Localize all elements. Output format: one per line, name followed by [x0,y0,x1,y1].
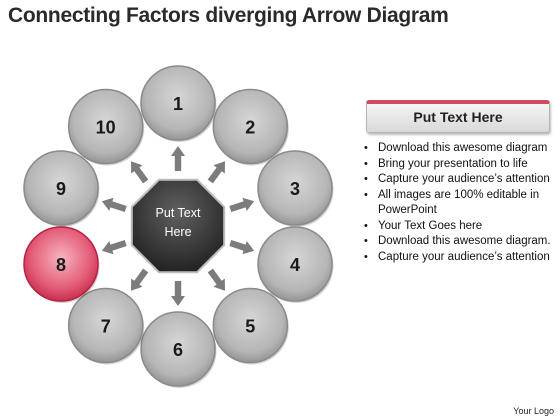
bullet-list: Download this awesome diagram Bring your… [356,141,554,265]
node-label: 7 [101,317,111,337]
node-label: 6 [173,340,183,360]
node-label: 4 [290,255,300,275]
node-label: 1 [173,94,183,114]
node-label: 2 [245,118,255,138]
arrow-diagram: 1 2 3 4 5 6 7 8 9 10 Put Text Here [23,65,334,388]
center-octagon: Put Text Here [130,178,226,274]
node-circle [212,88,289,165]
node-9: 9 [23,150,100,227]
node-circle [257,150,333,226]
text-panel: Put Text Here Download this awesome diag… [356,100,554,265]
node-circle [23,150,99,226]
nodes-group: 1 2 3 4 5 6 7 8 9 10 [23,65,334,388]
bullet-item: Capture your audience’s attention [364,250,554,266]
node-1: 1 [140,65,217,142]
node-5: 5 [212,287,289,365]
arrow-to-node-1 [171,146,185,171]
center-label-line2: Here [164,225,191,239]
node-circle-highlighted [23,226,99,302]
node-label: 9 [56,179,66,199]
node-circle [140,65,216,141]
center-label-line1: Put Text [156,206,201,220]
arrow-to-node-8 [101,240,127,255]
node-8: 8 [23,226,100,303]
arrow-to-node-2 [207,161,225,184]
node-label: 3 [290,179,300,199]
panel-header: Put Text Here [366,100,550,133]
arrow-to-node-9 [101,197,127,212]
node-2: 2 [212,88,289,166]
node-3: 3 [257,150,334,227]
node-4: 4 [257,226,334,303]
node-7: 7 [67,287,145,365]
bullet-item: All images are 100% editable in PowerPoi… [364,188,554,219]
bullet-item: Download this awesome diagram [364,141,554,157]
node-label: 8 [56,255,66,275]
node-circle [212,287,289,364]
node-label: 10 [96,118,116,138]
bullet-item: Capture your audience’s attention [364,172,554,188]
node-circle [257,226,333,302]
diagram-title: Connecting Factors diverging Arrow Diagr… [8,4,449,27]
bullet-item: Download this awesome diagram. [364,234,554,250]
node-circle [140,311,216,387]
arrow-to-node-7 [131,268,149,291]
node-10: 10 [67,88,145,166]
bullet-item: Bring your presentation to life [364,157,554,173]
node-6: 6 [140,311,217,388]
arrow-to-node-4 [229,240,255,255]
logo-text: Your Logo [513,406,554,416]
arrow-to-node-5 [207,268,225,291]
arrow-to-node-6 [171,281,185,306]
node-label: 5 [245,317,255,337]
arrow-to-node-3 [229,197,255,212]
arrow-to-node-10 [131,161,149,184]
bullet-item: Your Text Goes here [364,219,554,235]
node-circle [67,287,144,364]
arrows-group [101,146,255,306]
node-circle [67,88,144,165]
